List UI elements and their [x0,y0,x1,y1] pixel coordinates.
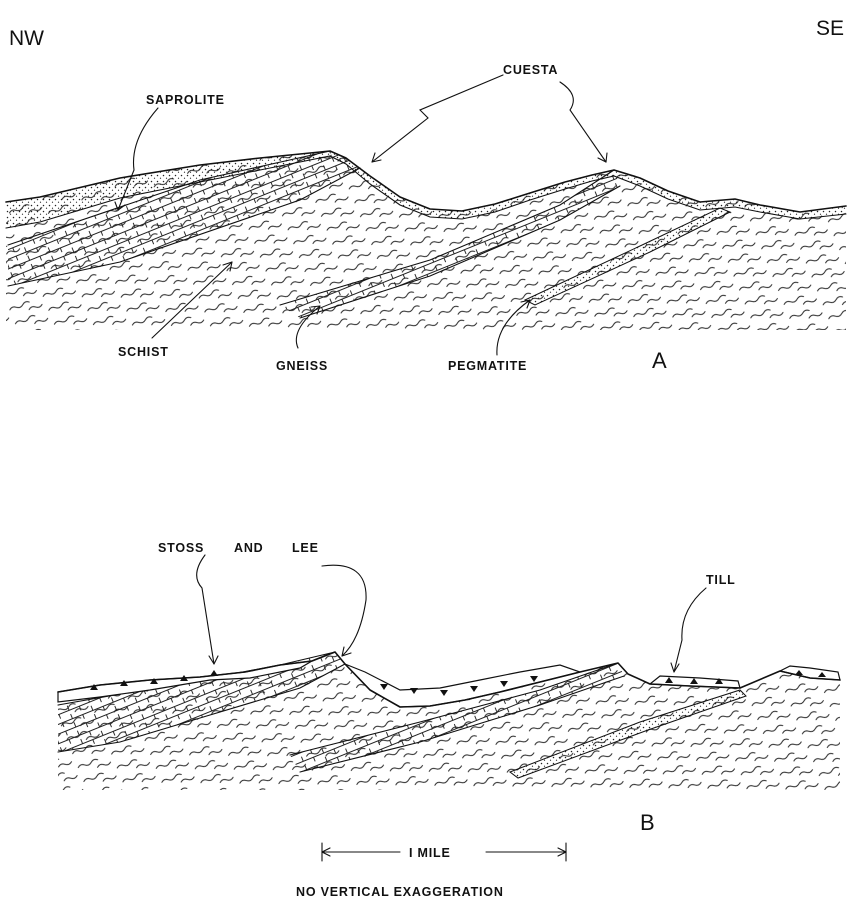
label-saprolite: SAPROLITE [146,93,225,107]
panel-label-b: B [640,810,655,835]
leader-cuesta-right [560,82,606,162]
scale-distance-label: I MILE [409,846,451,860]
scale-bar: I MILE NO VERTICAL EXAGGERATION [296,843,566,899]
section-a: SAPROLITE CUESTA SCHIST GNEISS PEGMATITE… [0,63,853,373]
label-till: TILL [706,573,736,587]
scale-note: NO VERTICAL EXAGGERATION [296,885,504,899]
leader-till [674,588,706,672]
direction-label-nw: NW [9,27,44,50]
label-pegmatite: PEGMATITE [448,359,527,373]
direction-label-se: SE [816,17,844,40]
leader-stoss [197,555,214,664]
leader-lee [322,565,366,656]
label-lee: LEE [292,541,319,555]
panel-label-a: A [652,348,667,373]
label-cuesta: CUESTA [503,63,558,77]
label-gneiss: GNEISS [276,359,328,373]
label-schist: SCHIST [118,345,169,359]
section-b: STOSS AND LEE TILL B [50,541,850,835]
label-stoss: STOSS [158,541,204,555]
label-and: AND [234,541,263,555]
leader-cuesta-left [372,75,503,162]
